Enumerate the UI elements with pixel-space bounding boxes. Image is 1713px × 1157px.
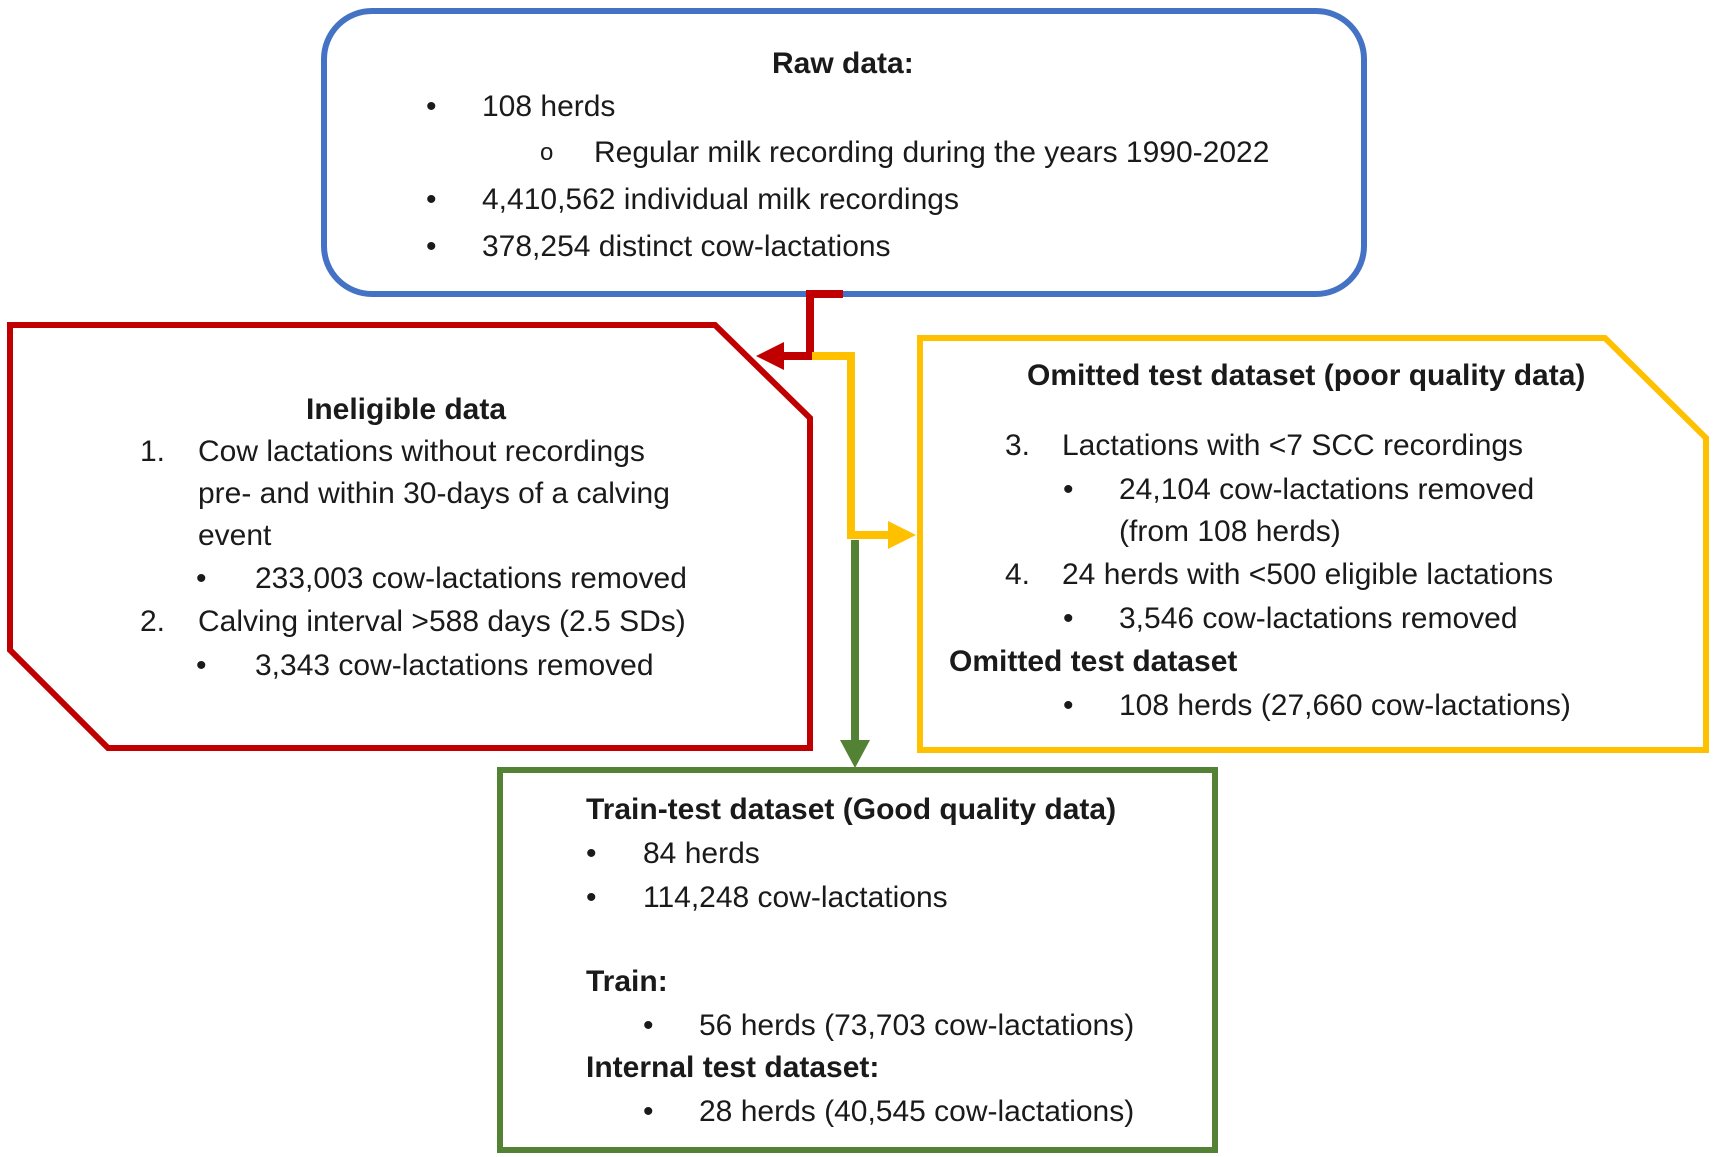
bullet: • — [1063, 602, 1074, 635]
omitted-number-4: 4. — [1005, 558, 1031, 591]
ineligible-number-1: 1. — [140, 435, 166, 468]
train-test-lactations: 114,248 cow-lactations — [643, 881, 948, 914]
omitted-number-3: 3. — [1005, 429, 1031, 462]
raw-item-lactations: 378,254 distinct cow-lactations — [482, 230, 891, 263]
bullet: • — [586, 881, 597, 914]
sub-bullet: o — [540, 139, 554, 166]
ineligible-removed-2: 3,343 cow-lactations removed — [255, 649, 654, 682]
ineligible-criterion-1b: pre- and within 30-days of a calving — [198, 477, 670, 510]
raw-item-recordings: 4,410,562 individual milk recordings — [482, 183, 959, 216]
train-test-herds: 84 herds — [643, 837, 760, 870]
red-arrowhead — [756, 342, 784, 370]
ineligible-number-2: 2. — [140, 605, 166, 638]
bullet: • — [1063, 689, 1074, 722]
train-item: 56 herds (73,703 cow-lactations) — [699, 1009, 1135, 1042]
omitted-criterion-4: 24 herds with <500 eligible lactations — [1062, 558, 1554, 591]
omitted-removed-3a: 24,104 cow-lactations removed — [1119, 473, 1535, 506]
ineligible-criterion-1a: Cow lactations without recordings — [198, 435, 645, 468]
ineligible-removed-1: 233,003 cow-lactations removed — [255, 562, 687, 595]
train-label: Train: — [586, 965, 668, 998]
red-connector — [780, 290, 843, 360]
omitted-dataset-box — [917, 335, 1709, 753]
train-test-title: Train-test dataset (Good quality data) — [586, 793, 1117, 826]
omitted-criterion-3: Lactations with <7 SCC recordings — [1062, 429, 1524, 462]
bullet: • — [643, 1009, 654, 1042]
omitted-removed-4: 3,546 cow-lactations removed — [1119, 602, 1518, 635]
train-test-box — [497, 767, 1218, 1153]
raw-item-herds: 108 herds — [482, 90, 616, 123]
raw-data-box — [321, 8, 1367, 297]
yellow-arrowhead — [888, 521, 916, 549]
ineligible-criterion-1c: event — [198, 519, 272, 552]
bullet: • — [586, 837, 597, 870]
omitted-dataset-total: 108 herds (27,660 cow-lactations) — [1119, 689, 1571, 722]
bullet: • — [196, 562, 207, 595]
ineligible-criterion-2: Calving interval >588 days (2.5 SDs) — [198, 605, 686, 638]
omitted-removed-3b: (from 108 herds) — [1119, 515, 1341, 548]
omitted-title: Omitted test dataset (poor quality data) — [1027, 359, 1586, 392]
bullet: • — [426, 183, 437, 216]
bullet: • — [426, 230, 437, 263]
ineligible-title: Ineligible data — [306, 393, 507, 426]
bullet: • — [426, 90, 437, 123]
raw-data-title: Raw data: — [772, 47, 914, 80]
yellow-connector — [812, 352, 890, 539]
ineligible-data-box — [7, 322, 813, 751]
raw-item-recording-years: Regular milk recording during the years … — [594, 136, 1270, 169]
internal-test-item: 28 herds (40,545 cow-lactations) — [699, 1095, 1135, 1128]
green-arrowhead — [840, 740, 870, 768]
omitted-subtitle: Omitted test dataset — [949, 645, 1238, 678]
bullet: • — [1063, 473, 1074, 506]
bullet: • — [643, 1095, 654, 1128]
internal-test-label: Internal test dataset: — [586, 1051, 880, 1084]
bullet: • — [196, 649, 207, 682]
